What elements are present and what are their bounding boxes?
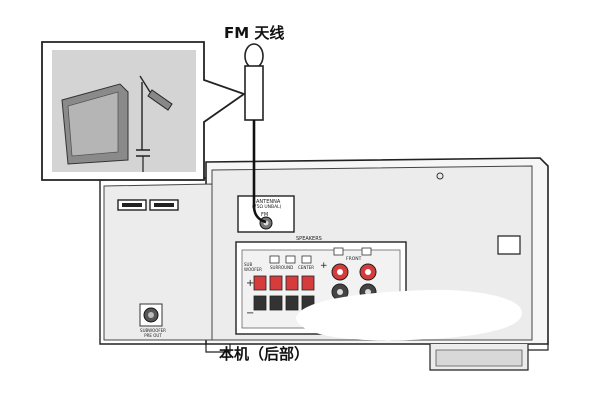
cover-shape [296, 289, 523, 341]
front-binding-posts [331, 263, 377, 301]
hdmi-port-2 [149, 199, 179, 211]
svg-text:−: − [246, 308, 254, 319]
antenna-ohm-label: (75Ω UNBAL) [252, 205, 282, 210]
subwoofer-label: SUB WOOFER [244, 262, 262, 272]
callout-closeup [41, 41, 246, 181]
subwoofer-pre-out-jack [139, 303, 163, 327]
unit-rear-label: 本机（后部） [219, 345, 310, 363]
surround-label: SURROUND [270, 265, 294, 270]
fm-antenna [244, 43, 267, 224]
center-label: CENTER [298, 265, 315, 270]
svg-text:+: + [246, 278, 254, 289]
front-label: FRONT [346, 257, 362, 262]
antenna-port-label: ANTENNA [256, 199, 281, 205]
fm-antenna-label: FM 天线 [224, 24, 285, 42]
push-terminals [253, 275, 315, 311]
subwoofer-pre-out-label: SUBWOOFER PRE OUT [140, 328, 166, 338]
svg-text:+: + [320, 261, 328, 271]
antenna-terminal-box [237, 195, 295, 233]
fm-port-label: FM [261, 212, 269, 218]
speakers-label: SPEAKERS [296, 236, 322, 242]
hdmi-port-1 [117, 199, 147, 211]
